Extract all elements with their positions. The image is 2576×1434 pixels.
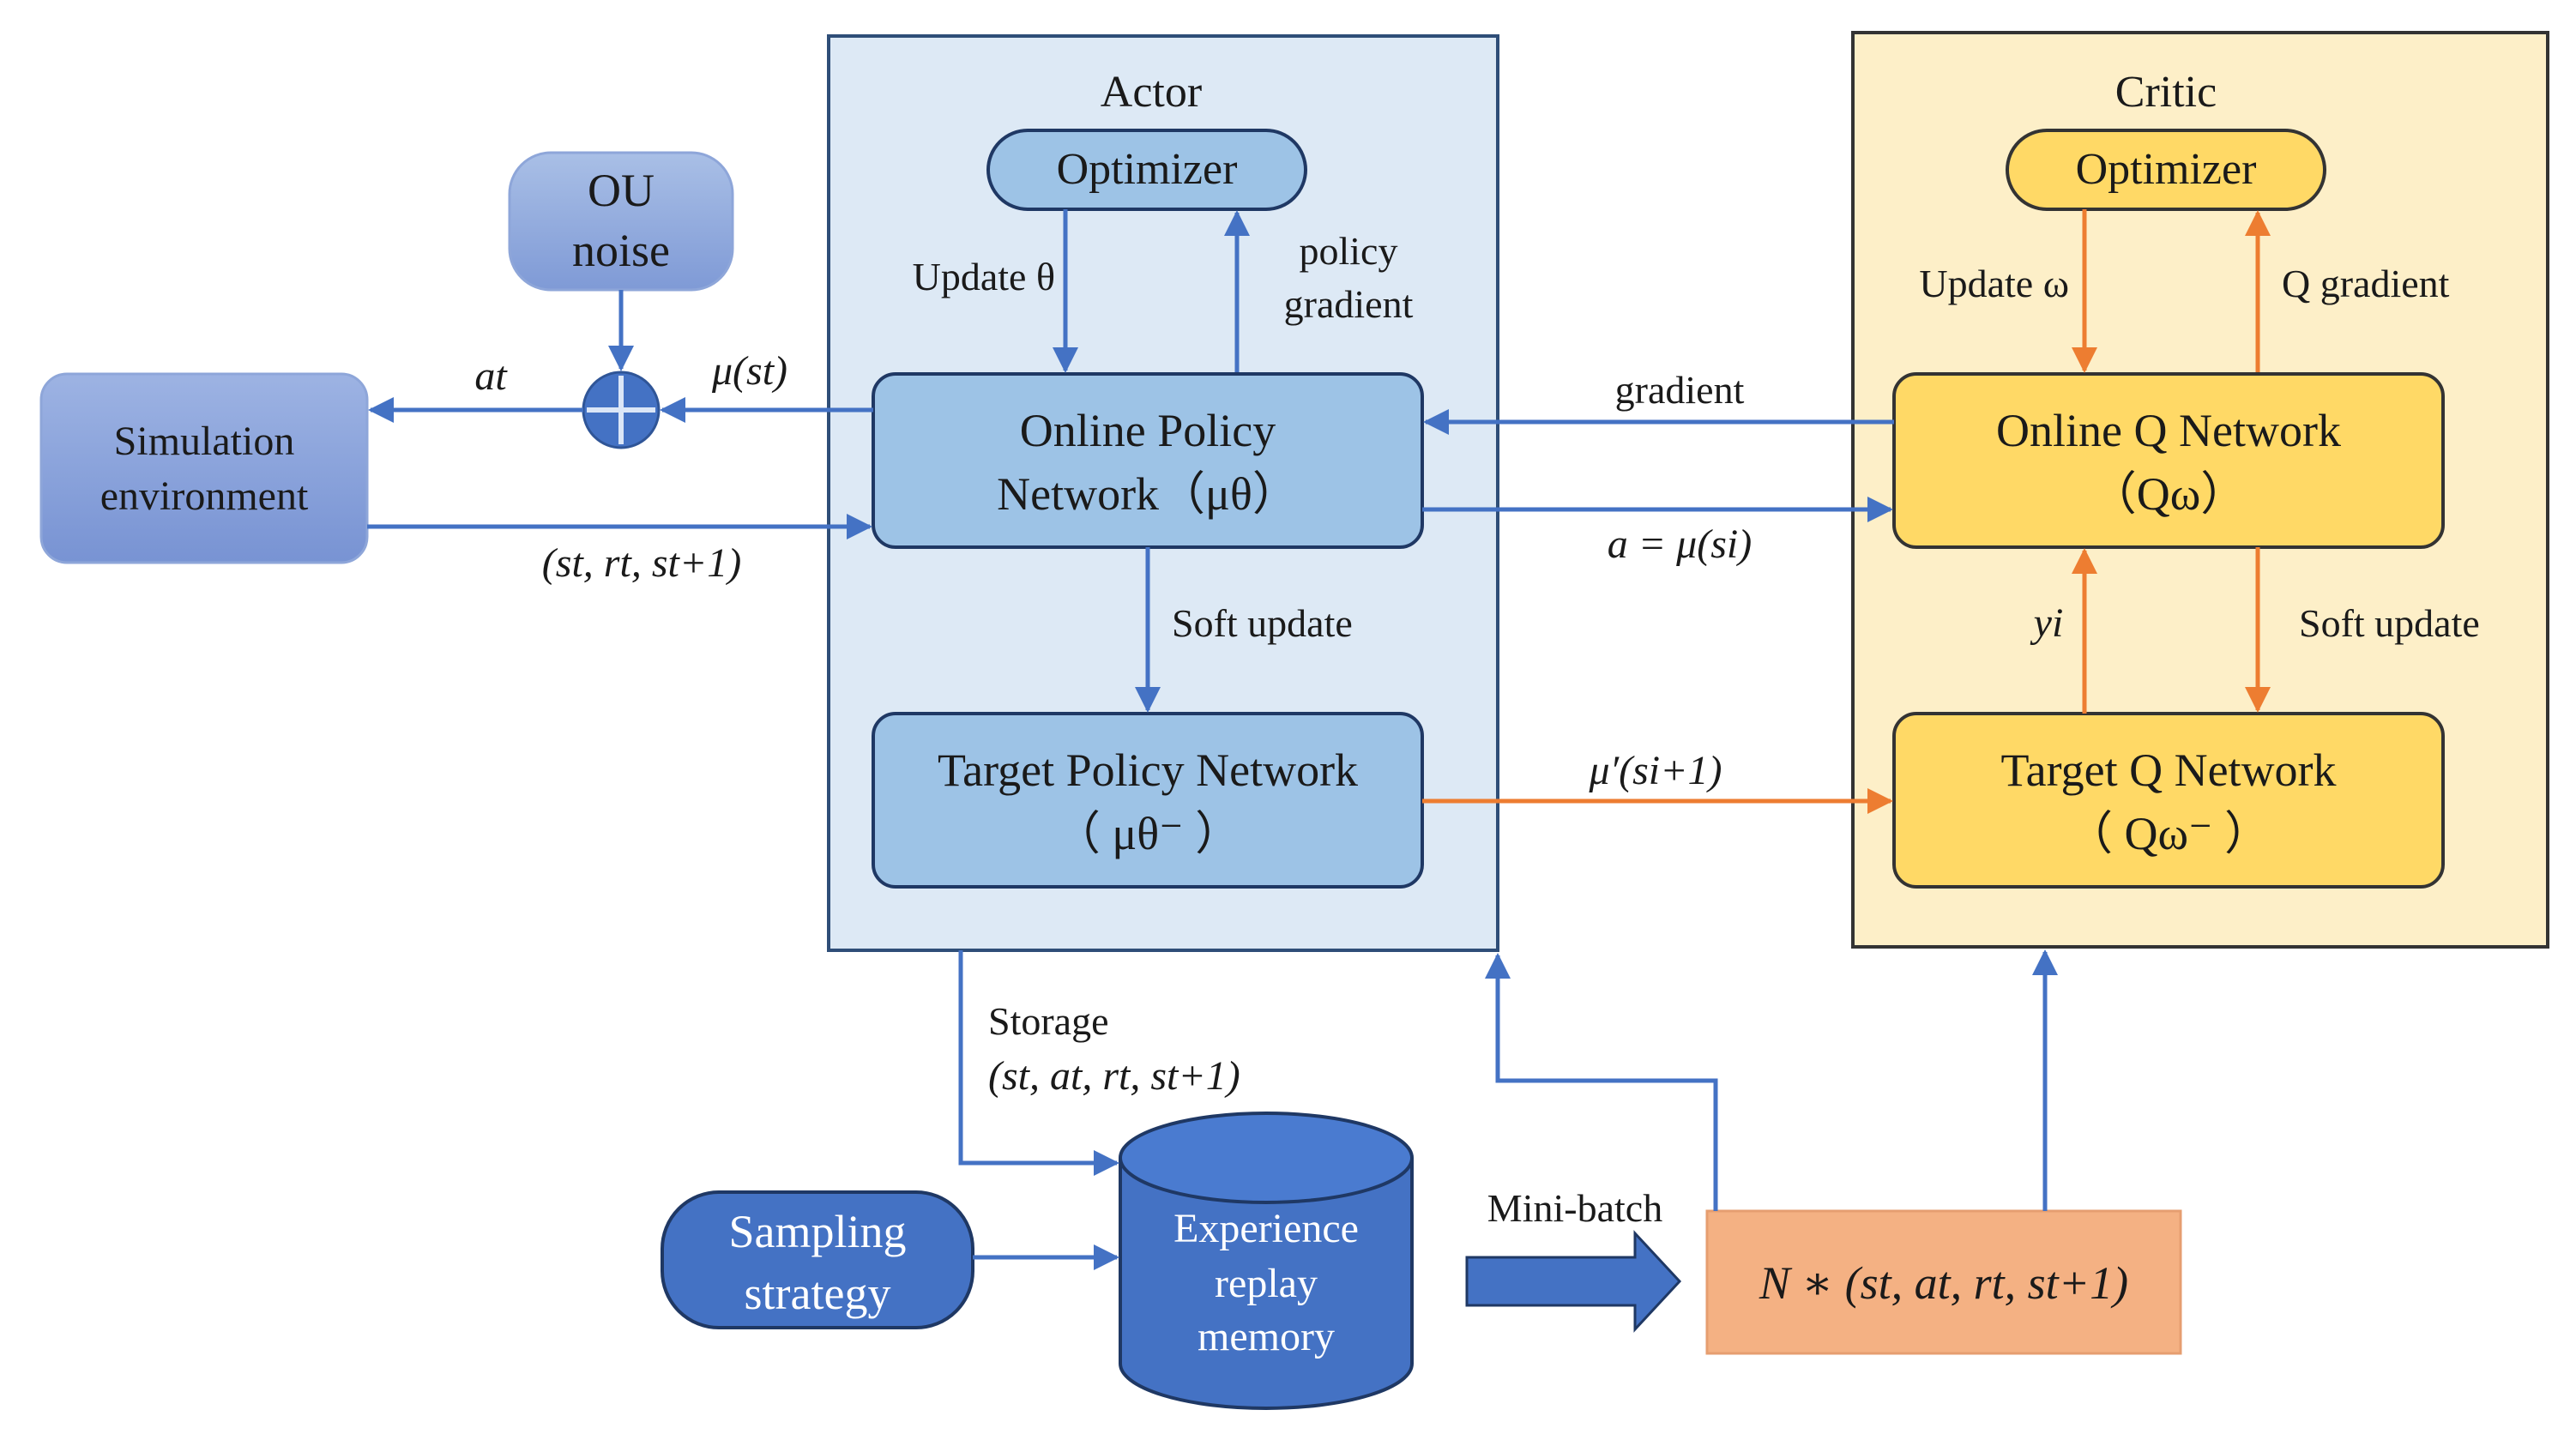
sampling-label-1: Sampling [728, 1206, 906, 1257]
minibatch-sample-label: N ∗ (st, at, rt, st+1) [1759, 1257, 2128, 1309]
actor-soft-update-label: Soft update [1172, 601, 1353, 645]
target-q-network[interactable] [1892, 712, 2445, 889]
critic-optimizer-label: Optimizer [2076, 145, 2257, 194]
minibatch-label: Mini-batch [1487, 1186, 1662, 1230]
online-policy-label-2: Network（μθ） [997, 468, 1299, 520]
simulation-label-1: Simulation [114, 419, 295, 464]
replay-memory-cylinder [1119, 1112, 1414, 1410]
critic-title: Critic [2115, 68, 2217, 117]
storage-label-1: Storage [988, 999, 1109, 1043]
replay-label-2: replay [1215, 1261, 1318, 1306]
simulation-label-2: environment [100, 473, 309, 519]
actor-title: Actor [1101, 68, 1202, 117]
online-policy-network[interactable] [872, 372, 1424, 549]
yi-label: yi [2030, 600, 2064, 646]
critic-soft-update-label: Soft update [2299, 601, 2480, 645]
storage-label-2: (st, at, rt, st+1) [988, 1053, 1240, 1099]
q-gradient-label: Q gradient [2282, 262, 2450, 305]
action-eq-label: a = μ(si) [1608, 521, 1752, 567]
actor-optimizer[interactable] [986, 129, 1307, 211]
replay-label-1: Experience [1173, 1206, 1359, 1251]
online-policy-label-1: Online Policy [1020, 405, 1276, 456]
mu-st-label: μ(st) [711, 348, 787, 394]
update-omega-label: Update ω [1919, 262, 2069, 305]
sampling-label-2: strategy [745, 1268, 891, 1319]
critic-optimizer[interactable] [2006, 129, 2326, 211]
target-policy-network[interactable] [872, 712, 1424, 889]
target-policy-label-2: （ μθ⁻ ） [1054, 808, 1241, 859]
gradient-label: gradient [1615, 368, 1745, 412]
online-q-label-1: Online Q Network [1996, 405, 2341, 456]
update-theta-label: Update θ [913, 255, 1055, 298]
policy-gradient-label-1: policy [1300, 229, 1398, 273]
mu-prime-label: μ′(si+1) [1589, 748, 1722, 793]
policy-gradient-label-2: gradient [1284, 282, 1414, 326]
simulation-environment [39, 372, 369, 564]
batch-to-actor-arrow [1485, 953, 1718, 1211]
target-q-label-1: Target Q Network [2000, 744, 2336, 796]
at-label: at [474, 353, 508, 399]
sum-node-icon [582, 371, 661, 449]
online-q-network[interactable] [1892, 372, 2445, 549]
target-q-label-2: （ Qω⁻ ） [2066, 808, 2271, 859]
transition-label: (st, rt, st+1) [542, 540, 741, 586]
minibatch-sample-box [1705, 1209, 2182, 1355]
target-policy-label-1: Target Policy Network [938, 744, 1358, 796]
sampling-strategy [661, 1190, 974, 1329]
minibatch-block-arrow [1465, 1230, 1682, 1333]
online-q-label-2: （Qω） [2090, 468, 2247, 520]
ou-noise-label-2: noise [572, 225, 670, 276]
ou-noise-label-1: OU [588, 165, 655, 216]
replay-label-3: memory [1198, 1314, 1335, 1359]
actor-optimizer-label: Optimizer [1057, 145, 1238, 194]
storage-arrow [958, 950, 1119, 1176]
